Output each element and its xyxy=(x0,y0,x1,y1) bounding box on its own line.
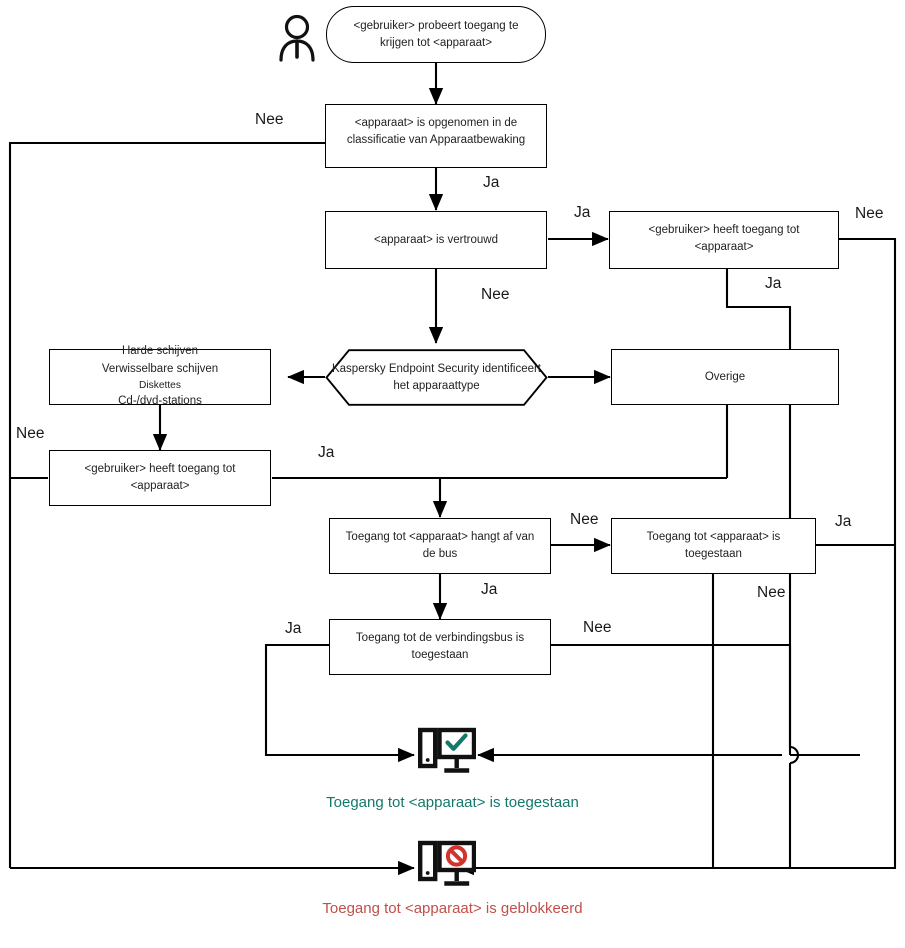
device-list-line-4: Cd-/dvd-stations xyxy=(118,395,202,408)
node-access-allowed: Toegang tot <apparaat> is toegestaan xyxy=(611,518,816,574)
edge-label-bus-dependent-no: Nee xyxy=(570,511,599,528)
monitor-check-icon xyxy=(418,727,477,783)
node-trusted-access-label: <gebruiker> heeft toegang tot <apparaat> xyxy=(648,224,800,253)
node-other-label: Overige xyxy=(704,370,746,383)
edge-label-trusted-no: Nee xyxy=(481,286,510,303)
device-list-line-2: Verwisselbare schijven xyxy=(101,362,219,375)
edge-label-classification-yes: Ja xyxy=(483,174,500,191)
monitor-blocked-icon xyxy=(418,840,477,896)
edge-label-user-access-yes: Ja xyxy=(318,444,335,461)
node-classification-label: <apparaat> is opgenomen in de classifica… xyxy=(346,117,526,146)
node-identify-label: Kaspersky Endpoint Security identificeer… xyxy=(331,362,542,392)
node-bus-allowed-label: Toegang tot de verbindingsbus is toegest… xyxy=(355,632,525,661)
edge-label-classification-no: Nee xyxy=(255,111,284,128)
caption-access-allowed: Toegang tot <apparaat> is toegestaan xyxy=(326,794,579,811)
node-trusted-access: <gebruiker> heeft toegang tot <apparaat> xyxy=(609,211,839,269)
edge-label-bus-allowed-no: Nee xyxy=(583,619,612,636)
edge-label-bus-allowed-yes: Ja xyxy=(285,620,302,637)
node-user-access-label: <gebruiker> heeft toegang tot <apparaat> xyxy=(84,463,236,492)
node-start: <gebruiker> probeert toegang te krijgen … xyxy=(326,6,546,63)
edge-label-trusted-access-yes: Ja xyxy=(765,275,782,292)
device-list-line-3: Diskettes xyxy=(139,379,181,391)
caption-access-blocked: Toegang tot <apparaat> is geblokkeerd xyxy=(322,900,583,917)
user-actor-icon xyxy=(272,12,322,66)
node-device-type-list: Harde schijven Verwisselbare schijven Di… xyxy=(49,345,271,407)
node-bus-dependent-label: Toegang tot <apparaat> hangt af van de b… xyxy=(345,531,535,560)
edge-label-trusted-access-no: Nee xyxy=(855,205,884,222)
node-classification: <apparaat> is opgenomen in de classifica… xyxy=(325,104,547,168)
node-trusted: <apparaat> is vertrouwd xyxy=(325,211,547,269)
node-start-label: <gebruiker> probeert toegang te krijgen … xyxy=(353,19,519,49)
edge-label-user-access-no: Nee xyxy=(16,425,45,442)
edge-label-access-allowed-yes: Ja xyxy=(835,513,852,530)
node-user-access: <gebruiker> heeft toegang tot <apparaat> xyxy=(49,450,271,506)
edge-label-access-allowed-no: Nee xyxy=(757,584,786,601)
node-identify-device-type: Kaspersky Endpoint Security identificeer… xyxy=(325,349,548,406)
edge-label-trusted-yes: Ja xyxy=(574,204,591,221)
node-trusted-label: <apparaat> is vertrouwd xyxy=(373,233,499,246)
node-bus-dependent: Toegang tot <apparaat> hangt af van de b… xyxy=(329,518,551,574)
device-list-line-1: Harde schijven xyxy=(121,345,199,358)
node-bus-allowed: Toegang tot de verbindingsbus is toegest… xyxy=(329,619,551,675)
node-access-allowed-label: Toegang tot <apparaat> is toegestaan xyxy=(646,531,781,560)
edge-label-bus-dependent-yes: Ja xyxy=(481,581,498,598)
node-other-devices: Overige xyxy=(611,349,839,405)
